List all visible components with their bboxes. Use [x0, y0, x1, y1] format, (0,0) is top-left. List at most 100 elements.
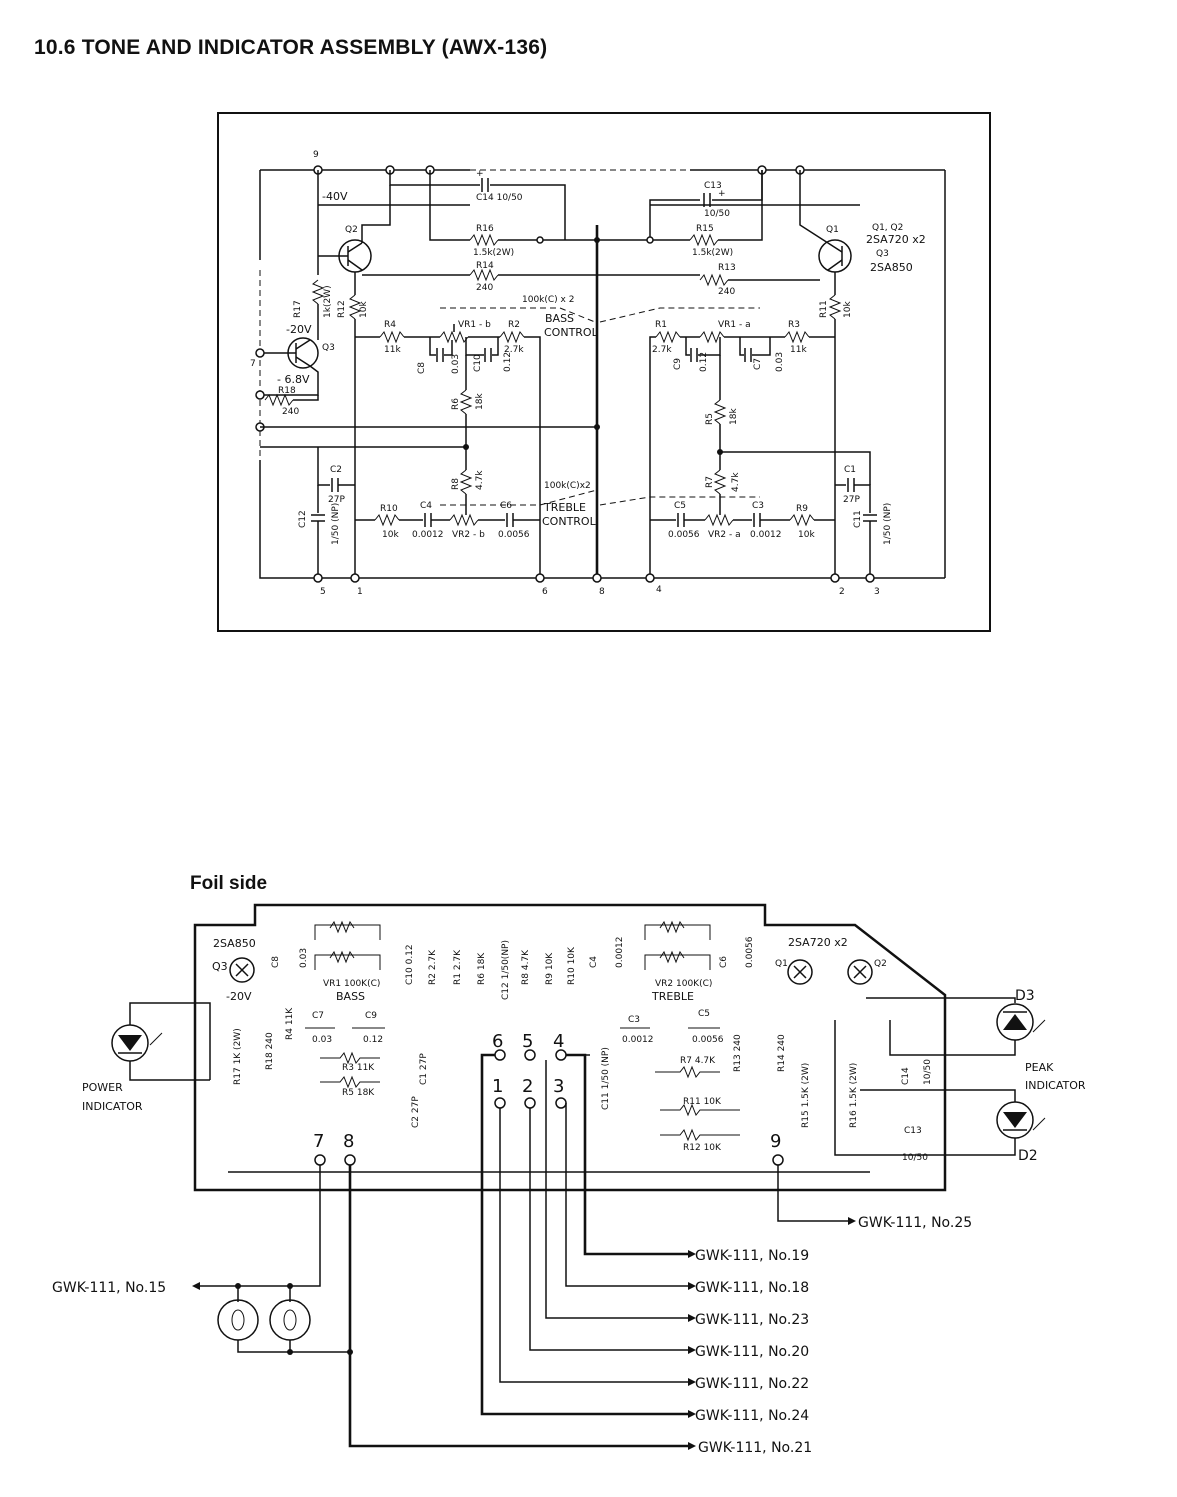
- foil-c9v: 0.12: [363, 1035, 383, 1045]
- c12-value: 1/50 (NP): [331, 503, 341, 545]
- r1-value: 2.7k: [652, 345, 672, 355]
- foil-c12: C12 1/50(NP): [501, 940, 511, 1000]
- terminal-6: 6: [542, 587, 548, 597]
- foil-r8: R8 4.7K: [521, 949, 531, 985]
- foil-r7: R7 4.7K: [680, 1056, 716, 1066]
- r17-value: 1k(2W): [323, 285, 333, 318]
- r4-value: 11k: [384, 345, 401, 355]
- c7-label: C7: [753, 358, 763, 370]
- supply-label: -40V: [322, 190, 348, 203]
- r16-label: R16: [476, 224, 494, 234]
- vr2a-label: VR2 - a: [708, 530, 741, 540]
- c5-label: C5: [674, 501, 686, 511]
- foil-r3: R3 11K: [342, 1063, 375, 1073]
- c9-value: 0.12: [699, 352, 709, 372]
- foil-c1: C1 27P: [419, 1053, 429, 1085]
- pcb-outline: [193, 903, 947, 1192]
- foil-c5v: 0.0056: [692, 1035, 724, 1045]
- transistor-note-4: 2SA850: [870, 261, 913, 274]
- foil-r13: R13 240: [733, 1034, 743, 1072]
- foil-r15: R15 1.5K (2W): [801, 1063, 811, 1128]
- foil-c4: C4: [589, 956, 599, 968]
- q1-label: Q1: [826, 225, 839, 235]
- foil-treble: TREBLE: [651, 990, 694, 1003]
- foil-r12: R12 10K: [683, 1143, 722, 1153]
- foil-r6: R6 18K: [477, 952, 487, 985]
- r7-value: 4.7k: [731, 472, 741, 492]
- foil-terminal-4: 4: [553, 1031, 564, 1052]
- r11-value: 10k: [843, 301, 853, 318]
- r12-label: R12: [337, 300, 347, 318]
- r6-label: R6: [451, 398, 461, 410]
- q2-label: Q2: [345, 225, 358, 235]
- c6-value: 0.0056: [498, 530, 530, 540]
- c10-label: C10: [473, 354, 483, 372]
- foil-q3-type: 2SA850: [213, 937, 256, 950]
- peak-indicator-label-2: INDICATOR: [1025, 1079, 1086, 1092]
- r6-value: 18k: [475, 393, 485, 410]
- r3-value: 11k: [790, 345, 807, 355]
- q3-label: Q3: [322, 343, 335, 353]
- lamp-1-icon: [217, 1299, 259, 1341]
- q3-emitter-voltage: - 6.8V: [277, 373, 310, 386]
- foil-terminal-6: 6: [492, 1031, 503, 1052]
- foil-treble-pot: VR2 100K(C): [655, 979, 712, 989]
- r15-label: R15: [696, 224, 714, 234]
- r2-value: 2.7k: [504, 345, 524, 355]
- connection-no15: GWK-111, No.15: [52, 1280, 166, 1296]
- connection-no22: GWK-111, No.22: [695, 1376, 809, 1392]
- c8-value: 0.03: [451, 354, 461, 374]
- foil-c8v: 0.03: [299, 948, 309, 968]
- foil-r18: R18 240: [265, 1032, 275, 1070]
- terminal-2: 2: [839, 587, 845, 597]
- terminal-5: 5: [320, 587, 326, 597]
- r9-value: 10k: [798, 530, 815, 540]
- vr2b-label: VR2 - b: [452, 530, 485, 540]
- foil-c14: C14: [901, 1067, 911, 1085]
- c3-value: 0.0012: [750, 530, 782, 540]
- foil-terminal-3: 3: [553, 1076, 564, 1097]
- lamp-2-icon: [269, 1299, 311, 1341]
- c9-label: C9: [673, 358, 683, 370]
- foil-c13v: 10/50: [902, 1153, 928, 1163]
- foil-c2: C2 27P: [411, 1096, 421, 1128]
- power-indicator-label-1: POWER: [82, 1081, 123, 1094]
- treble-value: 100k(C)x2: [544, 481, 591, 491]
- r3-label: R3: [788, 320, 800, 330]
- r5-label: R5: [705, 413, 715, 425]
- q3-base-voltage: -20V: [286, 323, 312, 336]
- foil-terminal-1: 1: [492, 1076, 503, 1097]
- r9-label: R9: [796, 504, 808, 514]
- r10-label: R10: [380, 504, 398, 514]
- connection-no18: GWK-111, No.18: [695, 1280, 809, 1296]
- foil-c7: C7: [312, 1011, 324, 1021]
- connection-no24: GWK-111, No.24: [695, 1408, 809, 1424]
- transistor-note-3: Q3: [876, 249, 889, 259]
- c2-label: C2: [330, 465, 342, 475]
- c8-label: C8: [417, 362, 427, 374]
- terminal-8: 8: [599, 587, 605, 597]
- foil-q1: Q1: [775, 959, 788, 969]
- foil-side-heading: Foil side: [190, 873, 268, 894]
- foil-c10: C10 0.12: [405, 944, 415, 985]
- foil-r2: R2 2.7K: [428, 949, 438, 985]
- connection-no20: GWK-111, No.20: [695, 1344, 809, 1360]
- foil-c5: C5: [698, 1009, 710, 1019]
- r8-value: 4.7k: [475, 470, 485, 490]
- terminal-3: 3: [874, 587, 880, 597]
- terminal-7: 7: [250, 359, 256, 369]
- transistor-note-2: 2SA720 x2: [866, 233, 926, 246]
- c13-label: C13: [704, 181, 722, 191]
- svg-text:+: +: [476, 169, 484, 179]
- r7-label: R7: [705, 476, 715, 488]
- c7-value: 0.03: [775, 352, 785, 372]
- foil-c6: C6: [719, 956, 729, 968]
- r4-label: R4: [384, 320, 396, 330]
- foil-q3: Q3: [212, 960, 228, 973]
- r10-value: 10k: [382, 530, 399, 540]
- schematic-frame: [217, 112, 991, 632]
- r11-label: R11: [819, 300, 829, 318]
- c11-value: 1/50 (NP): [883, 503, 893, 545]
- c11-label: C11: [853, 510, 863, 528]
